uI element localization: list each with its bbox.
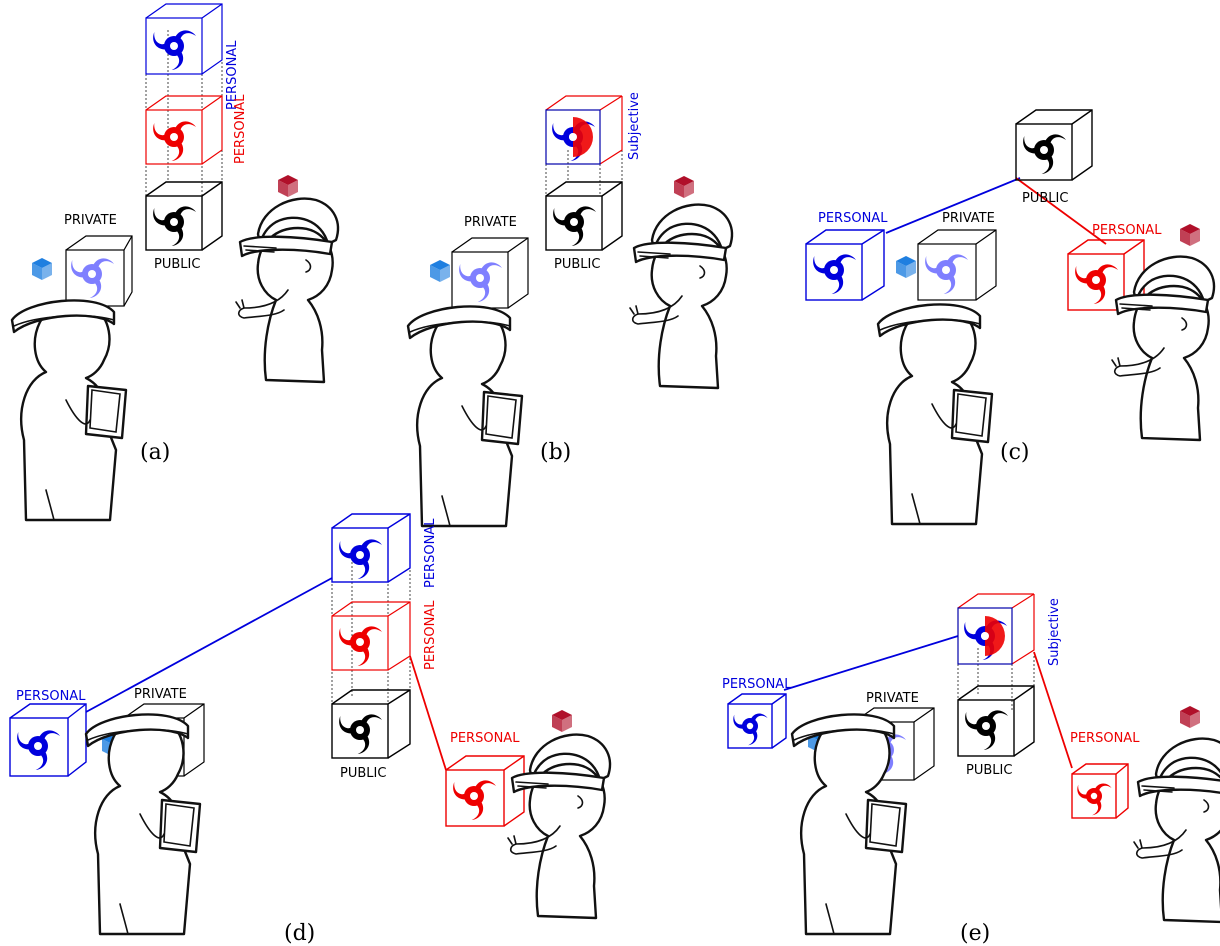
personal-cube-red [145,95,223,165]
subjective-cube [957,593,1035,665]
panel-e: Subjective PUBLIC PRIVATE PERSONAL [722,593,1220,946]
marker-cube-icon [896,256,916,278]
public-label: PUBLIC [340,766,386,781]
swirl-icon [730,712,768,748]
swirl-icon [961,708,1008,753]
subjective-swirl-icon [960,616,1007,663]
public-cube [957,685,1035,757]
link-line-red [409,655,447,771]
hmd-user-figure [1132,737,1220,924]
link-line-red [1033,651,1073,769]
tablet-user-figure [406,305,524,528]
public-label: PUBLIC [154,257,200,272]
tablet-user-figure [10,299,128,522]
hmd-user-figure [628,203,734,390]
caption-d: (d) [284,921,315,946]
caption-c: (c) [1000,440,1030,465]
marker-cube-icon [674,176,694,198]
marker-cube-icon [1180,224,1200,246]
swirl-icon [809,252,856,297]
panel-d: PERSONAL PERSONAL PUBLIC PRIVATE [9,513,612,946]
personal-red-right-label: PERSONAL [1070,731,1140,746]
caption-b: (b) [540,440,571,465]
caption-e: (e) [960,921,990,946]
swirl-icon [1074,782,1112,818]
private-label: PRIVATE [866,691,919,706]
marker-cube-icon [32,258,52,280]
personal-cube-red-right [445,755,525,827]
link-line-blue [885,177,1021,234]
link-line-red [1015,177,1107,245]
personal-blue-left-label: PERSONAL [722,677,792,692]
personal-cube-blue [145,3,223,75]
personal-red-right-label: PERSONAL [450,731,520,746]
personal-red-label: PERSONAL [423,600,438,670]
swirl-icon [1019,132,1066,177]
personal-cube-red-right [1071,763,1129,819]
swirl-icon [335,624,382,669]
swirl-icon [149,204,196,249]
subjective-cube [545,95,623,165]
tablet-user-figure [876,303,994,526]
public-label: PUBLIC [966,763,1012,778]
personal-cube-red [331,601,411,671]
personal-blue-label: PERSONAL [225,40,240,110]
link-line-blue [783,635,959,691]
public-cube [331,689,411,759]
swirl-icon [455,260,502,305]
hmd-user-figure [506,733,612,920]
swirl-icon [549,204,596,249]
hmd-user-figure [1110,255,1216,442]
personal-blue-left-label: PERSONAL [16,689,86,704]
subjective-swirl-icon [548,117,595,164]
hmd-user-figure [234,197,340,384]
personal-blue-label: PERSONAL [818,211,888,226]
swirl-icon [13,728,60,773]
personal-blue-label: PERSONAL [423,518,438,588]
private-label: PRIVATE [464,215,517,230]
swirl-icon [335,537,382,582]
personal-cube-blue-left [9,703,87,777]
subjective-label: Subjective [1047,598,1062,666]
public-label: PUBLIC [1022,191,1068,206]
swirl-icon [449,778,496,823]
swirl-icon [1071,262,1118,307]
private-label: PRIVATE [942,211,995,226]
caption-a: (a) [140,440,170,465]
public-cube [1015,109,1093,181]
marker-cube-icon [552,710,572,732]
swirl-icon [67,256,114,301]
panel-b: Subjective PUBLIC PRIVATE (b) [406,92,734,528]
swirl-icon [921,252,968,297]
marker-cube-icon [1180,706,1200,728]
personal-cube-blue-left [727,693,787,749]
marker-cube-icon [278,175,298,197]
personal-red-label: PERSONAL [1092,223,1162,238]
public-cube [145,181,223,251]
personal-cube-blue [805,229,885,301]
public-label: PUBLIC [554,257,600,272]
public-cube [545,181,623,251]
private-label: PRIVATE [134,687,187,702]
private-label: PRIVATE [64,213,117,228]
private-cube [917,229,997,301]
personal-red-label: PERSONAL [233,94,248,164]
panel-a: PERSONAL PERSONAL PUBLIC PRIVATE (a) [10,3,340,522]
swirl-icon [149,119,196,164]
private-cube [451,237,529,309]
panel-c: PUBLIC PRIVATE PERSONAL PERSONAL (c) [805,109,1216,526]
swirl-icon [335,712,382,757]
subjective-label: Subjective [627,92,642,160]
personal-cube-blue [331,513,411,583]
swirl-icon [149,28,196,73]
link-line-blue [85,577,333,713]
marker-cube-icon [430,260,450,282]
